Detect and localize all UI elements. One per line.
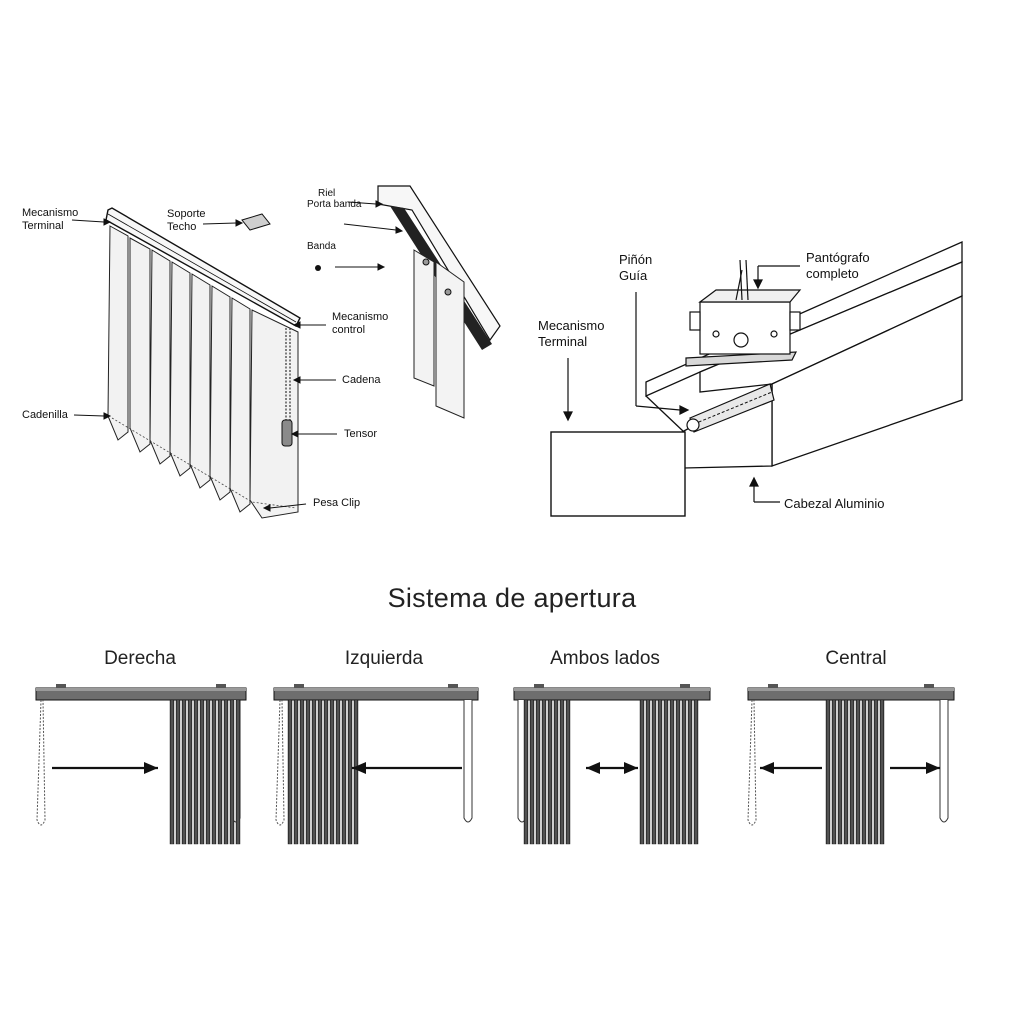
rail-derecha: [56, 684, 66, 688]
rail-central: [748, 688, 954, 691]
arrow-ambos: [586, 762, 600, 774]
slats: [107, 225, 299, 519]
rail-ambos: [534, 684, 544, 688]
rail-izquierda: [294, 684, 304, 688]
label-mecanismo-control: Mecanismo control: [332, 311, 389, 336]
ceiling-bracket: [241, 213, 271, 231]
end-cap: [550, 431, 686, 517]
label-pinon-guia: Piñón Guía: [619, 252, 653, 283]
mode-label-derecha: Derecha: [104, 648, 176, 669]
label-riel: Riel: [318, 188, 336, 199]
rail-derecha: [216, 684, 226, 688]
carrier: [685, 259, 802, 367]
arrow-ambos: [624, 762, 638, 774]
wand-central: [939, 700, 949, 823]
label-pesa-clip: Pesa Clip: [313, 497, 361, 509]
rail-central: [768, 684, 778, 688]
bottom-chain: [111, 417, 297, 509]
arrow-derecha: [144, 762, 158, 774]
label-cadenilla: Cadenilla: [22, 409, 68, 421]
label-cabezal-aluminio: Cabezal Aluminio: [784, 496, 885, 511]
pinion-guide: [686, 383, 775, 433]
aluminium-profile: [645, 241, 963, 469]
arrow-central-right: [926, 762, 940, 774]
label-porta-banda: Porta banda: [307, 199, 362, 210]
section-title: Sistema de apertura: [387, 583, 637, 613]
mode-label-izquierda: Izquierda: [344, 648, 424, 669]
rail-detail: [315, 185, 501, 419]
cord-derecha: [36, 699, 46, 826]
rail-ambos: [680, 684, 690, 688]
label-soporte-techo: Soporte Techo: [167, 208, 206, 233]
label-tensor: Tensor: [344, 428, 378, 440]
mode-label-ambos-lados: Ambos lados: [550, 648, 660, 669]
mode-label-central: Central: [825, 648, 887, 669]
label-mecanismo-terminal-right: Mecanismo Terminal: [538, 318, 605, 349]
cord-izquierda: [275, 699, 285, 826]
label-cadena: Cadena: [342, 374, 381, 386]
rail-central: [924, 684, 934, 688]
label-pantografo: Pantógrafo completo: [806, 250, 870, 281]
opening-modes-illustration: [35, 684, 955, 845]
rail-izquierda: [448, 684, 458, 688]
wand-izquierda: [463, 700, 473, 823]
arrow-izquierda: [352, 762, 366, 774]
rail-izquierda: [274, 688, 478, 691]
arrow-central-left: [760, 762, 774, 774]
rail-derecha: [36, 688, 246, 691]
blind-assembly-illustration: [71, 185, 501, 519]
cord-central: [747, 699, 757, 826]
tensor-weight: [281, 419, 293, 447]
label-banda: Banda: [307, 241, 336, 252]
headrail-mechanism-illustration: [550, 241, 963, 517]
label-mecanismo-terminal: Mecanismo Terminal: [22, 207, 79, 232]
rail-ambos: [514, 688, 710, 691]
